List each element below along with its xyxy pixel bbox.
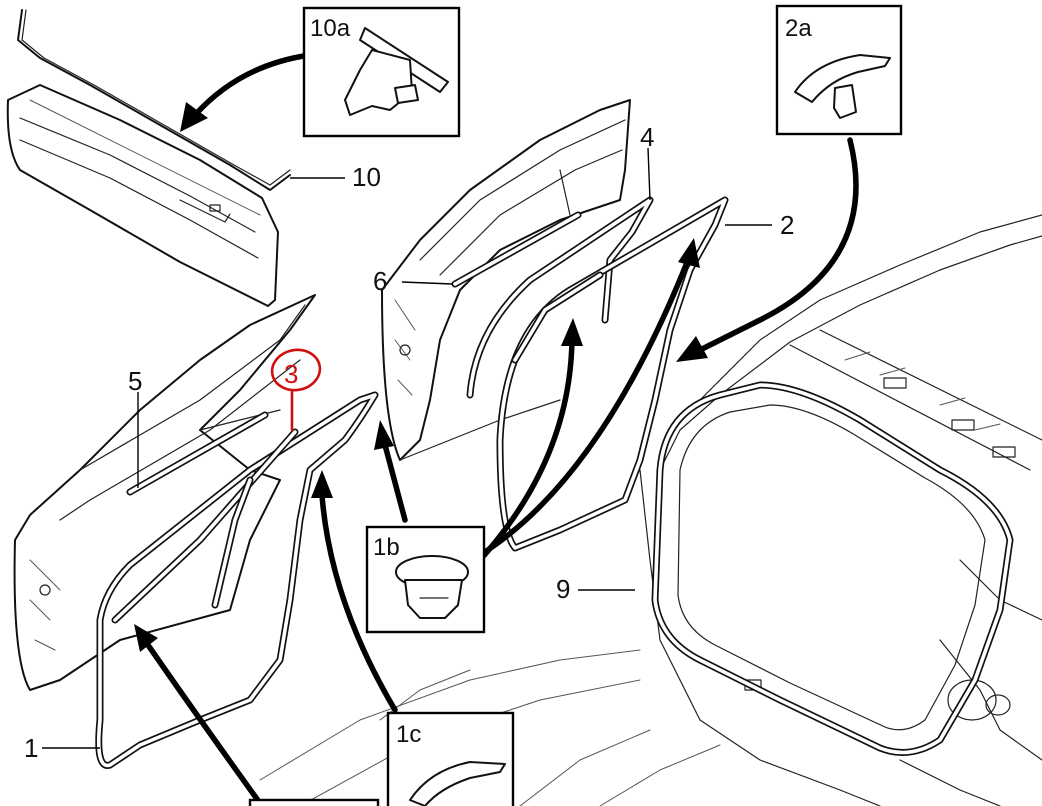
callouts: 10 2 4 5 6 9 1 3 — [24, 122, 794, 763]
callout-5: 5 — [128, 366, 142, 396]
detail-box-partial — [248, 798, 380, 806]
callout-6: 6 — [373, 266, 387, 296]
detail-box-2a: 2a — [775, 4, 903, 136]
callout-1: 1 — [24, 733, 38, 763]
callout-10: 10 — [352, 162, 381, 192]
detail-box-label-10a: 10a — [310, 15, 351, 42]
detail-box-1b: 1b — [365, 525, 486, 634]
arrows — [134, 52, 859, 806]
detail-box-label-2a: 2a — [785, 15, 812, 42]
callout-3: 3 — [284, 359, 298, 389]
callout-2: 2 — [780, 210, 794, 240]
tailgate-panel — [6, 9, 291, 307]
car-body — [259, 214, 1042, 806]
detail-box-1c: 1c — [386, 711, 515, 806]
highlight-circle — [270, 348, 322, 392]
callout-4: 4 — [640, 122, 654, 152]
front-door — [13, 294, 316, 691]
detail-box-label-1b: 1b — [373, 534, 400, 561]
callout-9: 9 — [556, 574, 570, 604]
tailgate-seal — [651, 381, 1014, 756]
detail-box-10a: 10a — [302, 6, 461, 138]
front-door-seal — [95, 391, 379, 769]
leader-lines — [42, 147, 772, 749]
detail-box-label-1c: 1c — [396, 721, 421, 748]
